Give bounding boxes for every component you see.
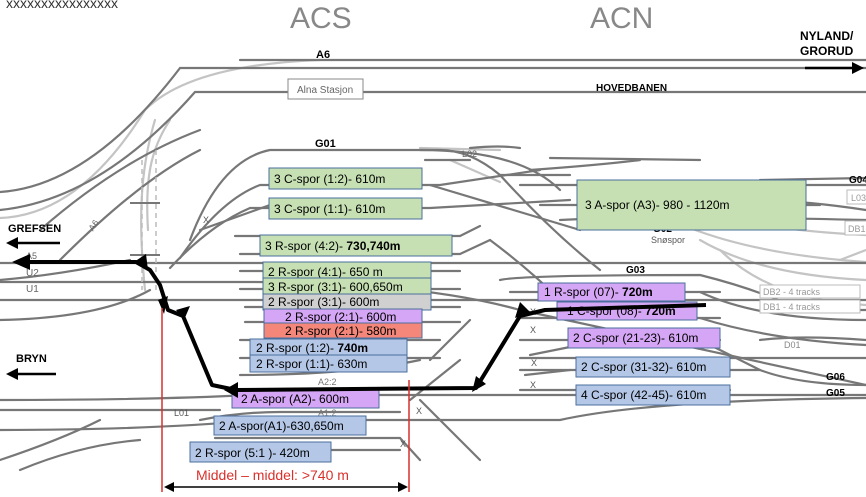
- track-box-a3: [576, 179, 807, 231]
- track-box-r21b-text: 2 R-spor (2:1)- 580m: [285, 324, 396, 338]
- track-box-c11-text: 3 C-spor (1:1)- 610m: [274, 202, 385, 216]
- switch-x-icon: X: [416, 406, 422, 416]
- track-box-a3-text: 3 A-spor (A3)- 980 - 1120m: [585, 198, 730, 212]
- nyland-label-line1: NYLAND/: [800, 29, 854, 43]
- measure-arrow: [164, 482, 408, 492]
- l03-box: [846, 189, 866, 205]
- switch-x-icon: X: [400, 439, 406, 449]
- track-box-a2-text: 2 A-spor (A2)- 600m: [241, 392, 349, 406]
- track-box-c2123-text: 2 C-spor (21-23)- 610m: [573, 331, 698, 345]
- g05-label: G05: [826, 388, 845, 399]
- track-box-r31a-text: 3 R-spor (3:1)- 600,650m: [268, 280, 403, 294]
- track-box-c2123: [567, 327, 721, 349]
- track-box-r12-prefix: 2 R-spor (1:2)-: [256, 341, 337, 355]
- track-box-r11-text: 2 R-spor (1:1)- 630m: [256, 357, 367, 371]
- track-box-c4245-text: 4 C-spor (42-45)- 610m: [581, 388, 706, 402]
- section-boundary: [141, 150, 157, 290]
- track-box-c11: [268, 197, 423, 220]
- route-arrow-icon: [472, 376, 486, 392]
- track-box-r51-text: 2 R-spor (5:1 )- 420m: [195, 446, 310, 460]
- track-box-c12-text: 3 C-spor (1:2)- 610m: [274, 172, 385, 186]
- track-lines: [0, 58, 866, 472]
- d01-label: D01: [784, 340, 801, 350]
- g03-label: G03: [626, 265, 645, 276]
- switch-x-icon: X: [530, 380, 536, 390]
- acs-title: ACS: [290, 2, 352, 35]
- grefsen-label: GREFSEN: [8, 223, 61, 235]
- db1-box: [844, 220, 866, 236]
- track-box-r31b-text: 2 R-spor (3:1)- 600m: [268, 295, 379, 309]
- u1-label: U1: [26, 284, 39, 295]
- bryn-label: BRYN: [16, 353, 47, 365]
- db1-label: DB1: [848, 224, 866, 234]
- l01-label: L01: [174, 408, 189, 418]
- arrow-left-icon: [6, 237, 60, 249]
- track-box-r12-text: 2 R-spor (1:2)- 740m: [256, 341, 368, 355]
- l03-label: L03: [851, 193, 866, 203]
- acn-title: ACN: [590, 2, 653, 35]
- l02-label: L02: [462, 149, 477, 159]
- track-box-r41-text: 2 R-spor (4:1)- 650 m: [268, 265, 383, 279]
- route-arrow-icon: [224, 382, 238, 398]
- track-box-r11: [249, 354, 408, 373]
- alna-station-box: [287, 78, 364, 100]
- measure-bracket: [161, 308, 410, 492]
- track-boxes: 3 C-spor (1:2)- 610m 3 C-spor (1:1)- 610…: [189, 167, 807, 463]
- u2-label: U2: [26, 268, 39, 279]
- switch-x-icon: X: [530, 325, 536, 335]
- boundary-ticks: [130, 202, 160, 256]
- track-box-r21a-text: 2 R-spor (2:1)- 600m: [285, 310, 396, 324]
- alna-station-label: Alna Stasjon: [297, 85, 353, 96]
- switch-x-icon: X: [203, 215, 209, 225]
- g04-label: G04: [849, 175, 866, 186]
- track-box-r42-prefix: 3 R-spor (4:2)-: [265, 239, 346, 253]
- arrow-right-icon: [805, 62, 864, 74]
- db2-4tracks-label: DB2 - 4 tracks: [763, 287, 821, 297]
- route-arrow-icon: [12, 254, 30, 270]
- track-box-r42-bold: 730,740m: [346, 239, 400, 253]
- track-box-r42-text: 3 R-spor (4:2)- 730,740m: [265, 239, 400, 253]
- a6-diagonal-label: A6: [86, 218, 101, 233]
- hovedbanen-label: HOVEDBANEN: [596, 83, 667, 94]
- track-box-r12-bold: 740m: [337, 341, 368, 355]
- switch-x-icon: X: [531, 358, 537, 368]
- route-arrowheads: [12, 254, 530, 398]
- arrow-left-icon: [6, 368, 56, 380]
- track-box-c3132: [575, 356, 731, 378]
- measure-label: Middel – middel: >740 m: [196, 467, 349, 483]
- a6-label: A6: [316, 49, 330, 61]
- track-box-c12: [268, 167, 423, 190]
- route-arrow-icon: [134, 254, 148, 270]
- track-box-c3132-text: 2 C-spor (31-32)- 610m: [581, 360, 706, 374]
- g01-label: G01: [315, 138, 336, 150]
- db2-4tracks-box: [759, 284, 861, 299]
- track-box-r07-bold: 720m: [622, 285, 653, 299]
- track-box-r07-text: 1 R-spor (07)- 720m: [544, 285, 653, 299]
- track-box-r42: [259, 234, 453, 257]
- g06-label: G06: [826, 372, 845, 383]
- db1-4tracks-box: [759, 299, 861, 314]
- route-arrow-icon: [158, 296, 168, 314]
- track-box-r07: [537, 282, 686, 302]
- a5-label: A5: [26, 251, 37, 261]
- track-box-a1: [213, 415, 367, 436]
- track-box-r51: [189, 441, 332, 463]
- track-box-c4245: [575, 384, 731, 406]
- snospor-label: Snøspor: [651, 235, 685, 245]
- cropped-header-text: xxxxxxxxxxxxxxxx: [6, 0, 118, 11]
- a2-2-label: A2:2: [318, 377, 337, 387]
- route-arrow-icon: [515, 302, 530, 318]
- db1-4tracks-label: DB1 - 4 tracks: [763, 302, 821, 312]
- track-box-a1-text: 2 A-spor(A1)-630,650m: [219, 419, 344, 433]
- a1-2-label: A1:2: [318, 408, 337, 418]
- nyland-label-line2: GRORUD: [800, 44, 854, 58]
- route-arrow-icon: [176, 306, 190, 320]
- track-box-r07-prefix: 1 R-spor (07)-: [544, 285, 622, 299]
- track-box-r21b: [263, 322, 423, 339]
